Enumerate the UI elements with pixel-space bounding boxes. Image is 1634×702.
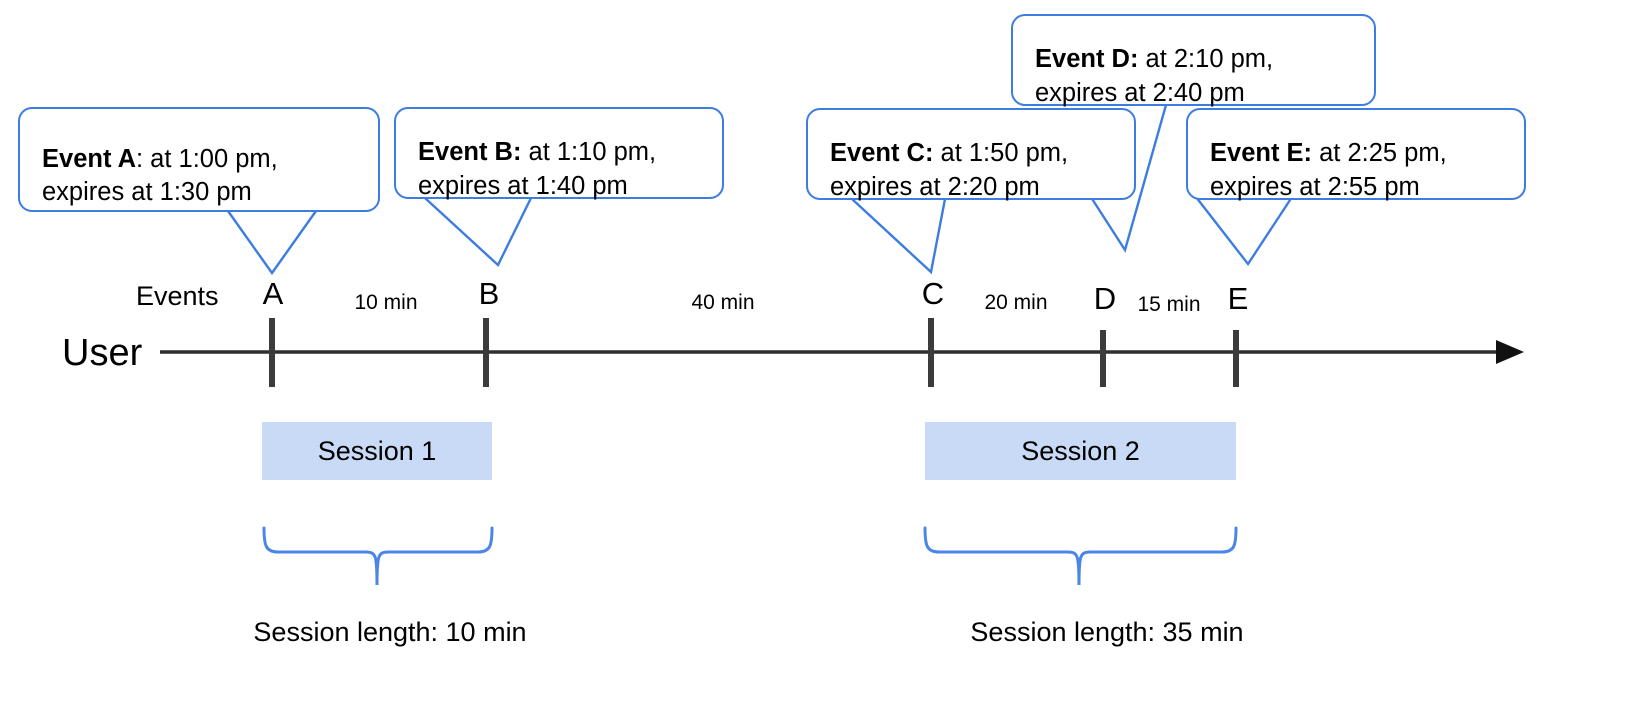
callout-tail-d bbox=[1085, 104, 1168, 253]
session-length-2: Session length: 35 min bbox=[970, 617, 1244, 647]
session-block-2-label: Session 2 bbox=[1021, 435, 1140, 466]
callout-event-e-text: Event E: at 2:25 pm, expires at 2:55 pm bbox=[1188, 104, 1461, 203]
tick-label-c: C bbox=[921, 276, 945, 311]
callout-event-d-title: Event D: bbox=[1035, 45, 1139, 74]
callout-event-c[interactable]: Event C: at 1:50 pm, expires at 2:20 pm bbox=[806, 108, 1136, 201]
session-block-1-label: Session 1 bbox=[317, 435, 437, 466]
gap-label-c-d: 20 min bbox=[984, 291, 1048, 314]
callout-event-c-title: Event C: bbox=[830, 139, 934, 168]
row-label-user: User bbox=[62, 332, 143, 374]
tick-label-b: B bbox=[478, 276, 500, 311]
callout-event-e-title: Event E: bbox=[1210, 139, 1313, 168]
tick-label-a: A bbox=[262, 276, 284, 311]
session-block-2[interactable]: Session 2 bbox=[925, 422, 1236, 480]
callout-tail-e bbox=[1195, 196, 1294, 267]
gap-label-a-b: 10 min bbox=[354, 291, 418, 314]
callout-event-e-time: at 2:25 pm, bbox=[1312, 139, 1447, 168]
session-block-1[interactable]: Session 1 bbox=[262, 422, 492, 480]
callout-event-b-expiry: expires at 1:40 pm bbox=[418, 171, 628, 200]
callout-event-a-expiry: expires at 1:30 pm bbox=[42, 178, 252, 207]
callout-event-d-expiry: expires at 2:40 pm bbox=[1035, 78, 1245, 107]
callout-event-b[interactable]: Event B: at 1:10 pm, expires at 1:40 pm bbox=[394, 107, 724, 200]
callout-event-a-title: Event A bbox=[42, 144, 136, 173]
callout-event-a-time: : at 1:00 pm, bbox=[136, 144, 278, 173]
axis-arrow-icon bbox=[1496, 340, 1524, 364]
callout-event-d-text: Event D: at 2:10 pm, expires at 2:40 pm bbox=[1013, 10, 1287, 109]
callout-event-b-time: at 1:10 pm, bbox=[521, 138, 657, 167]
callout-event-d[interactable]: Event D: at 2:10 pm, expires at 2:40 pm bbox=[1011, 14, 1376, 107]
callout-event-a[interactable]: Event A: at 1:00 pm, expires at 1:30 pm bbox=[18, 107, 380, 212]
tick-marks bbox=[269, 318, 1239, 387]
timeline-axis bbox=[160, 340, 1524, 364]
callout-event-b-text: Event B: at 1:10 pm, expires at 1:40 pm bbox=[396, 103, 670, 202]
gap-label-b-c: 40 min bbox=[691, 291, 755, 314]
tick-label-e: E bbox=[1227, 281, 1249, 316]
gap-label-d-e: 15 min bbox=[1137, 293, 1201, 316]
tick-label-d: D bbox=[1093, 281, 1117, 316]
session-length-1: Session length: 10 min bbox=[253, 617, 527, 647]
events-row-label: Events bbox=[136, 281, 219, 311]
callout-tail-c bbox=[851, 198, 947, 275]
callout-event-d-time: at 2:10 pm, bbox=[1138, 45, 1274, 74]
callout-event-c-time: at 1:50 pm, bbox=[933, 139, 1069, 168]
callout-event-c-expiry: expires at 2:20 pm bbox=[830, 172, 1040, 201]
callout-event-e[interactable]: Event E: at 2:25 pm, expires at 2:55 pm bbox=[1186, 108, 1526, 201]
session-brace-1 bbox=[262, 526, 494, 586]
callout-event-c-text: Event C: at 1:50 pm, expires at 2:20 pm bbox=[808, 104, 1082, 203]
callout-tail-a bbox=[227, 210, 317, 276]
callout-event-a-text: Event A: at 1:00 pm, expires at 1:30 pm bbox=[20, 110, 292, 209]
callout-tail-b bbox=[424, 197, 533, 267]
callout-event-b-title: Event B: bbox=[418, 138, 522, 167]
session-brace-2 bbox=[923, 526, 1238, 586]
callout-event-e-expiry: expires at 2:55 pm bbox=[1210, 172, 1420, 201]
